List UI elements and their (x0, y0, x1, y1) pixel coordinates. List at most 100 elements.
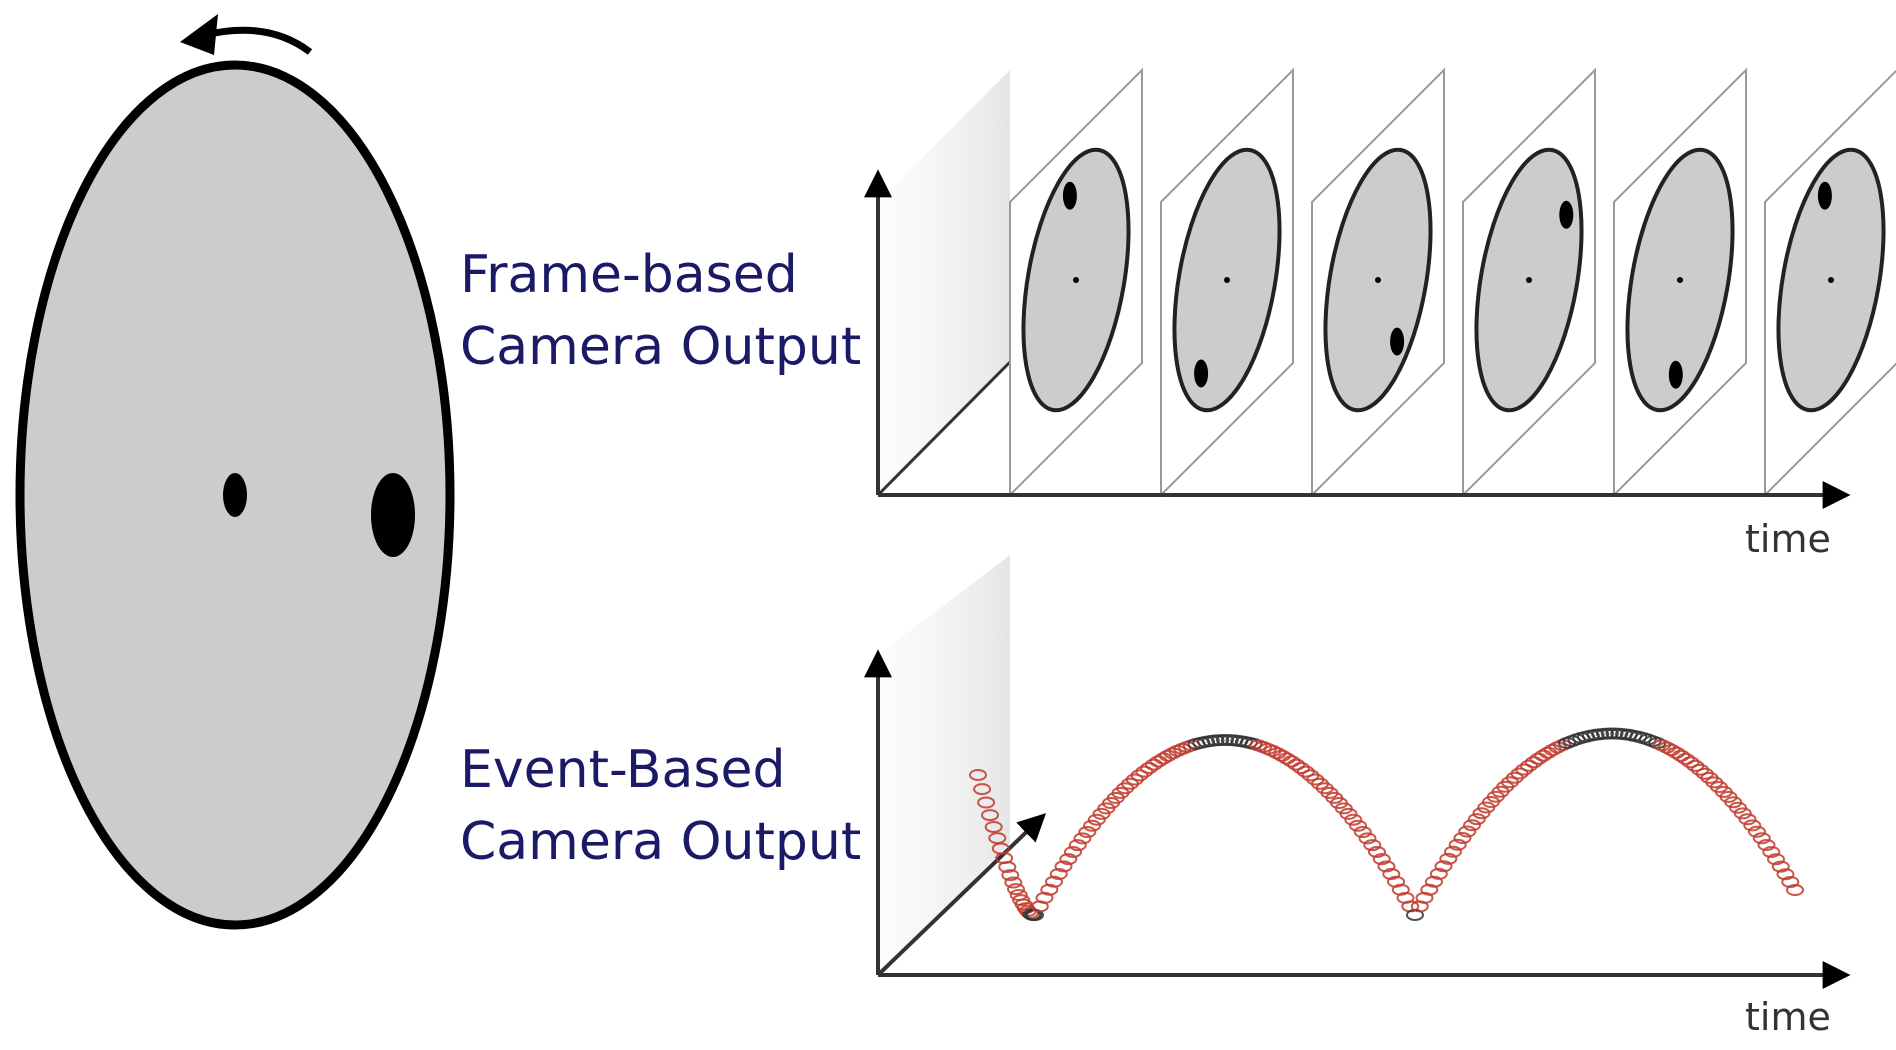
event-point (1282, 755, 1301, 768)
frame-marker-dot (1559, 200, 1574, 229)
event-point (1472, 807, 1491, 820)
frame-center-dot (1677, 277, 1683, 283)
event-point (1743, 819, 1762, 832)
event-point (1287, 758, 1306, 771)
frame-label-line2: Camera Output (460, 317, 861, 377)
event-z-axis (876, 813, 1047, 977)
event-point (1339, 807, 1358, 820)
event-point (1007, 883, 1025, 896)
event-point (1064, 846, 1082, 858)
event-point (1667, 746, 1686, 759)
event-point (1377, 860, 1396, 873)
frame-6 (1764, 69, 1896, 498)
frame-plane (1462, 67, 1596, 498)
event-point (1353, 826, 1372, 838)
frame-2 (1160, 67, 1294, 498)
event-point (1368, 846, 1386, 858)
event-point (1087, 813, 1106, 826)
event-point (1448, 838, 1467, 851)
event-point (1771, 860, 1790, 873)
event-point (1372, 853, 1391, 866)
rotation-arrow-icon (180, 14, 313, 55)
frame-4 (1462, 67, 1596, 498)
event-point (1467, 813, 1486, 826)
event-panel: time (864, 555, 1851, 1039)
frame-marker-dot (1194, 359, 1209, 388)
frame-plane (1009, 67, 1143, 498)
event-point (1776, 868, 1795, 881)
event-point (1762, 846, 1781, 858)
event-point (973, 783, 992, 796)
frame-plane (1764, 69, 1896, 498)
event-point (1001, 869, 1020, 882)
event-point (1729, 801, 1747, 814)
frame-5 (1613, 67, 1747, 498)
event-time-label: time (1745, 995, 1831, 1039)
event-point (984, 821, 1003, 833)
event-point (1363, 839, 1382, 852)
event-point (1676, 752, 1695, 765)
event-point (1444, 845, 1462, 858)
event-point (977, 796, 996, 809)
frame-1 (1009, 67, 1143, 498)
frame-center-dot (1224, 277, 1230, 283)
frame-marker-dot (1668, 360, 1683, 389)
event-point (1144, 758, 1163, 771)
frame-marker-dot (1817, 181, 1832, 210)
event-point (1140, 762, 1158, 774)
event-point (1358, 832, 1377, 845)
frame-panel: time (864, 67, 1896, 561)
event-point (1073, 832, 1092, 845)
frame-plane (1160, 67, 1294, 498)
frame-center-dot (1375, 277, 1381, 283)
event-point (1453, 832, 1472, 844)
event-point (1083, 819, 1101, 832)
frame-marker-dot (1390, 327, 1405, 356)
event-point (969, 769, 987, 781)
event-point (1382, 868, 1401, 880)
event-point (1078, 826, 1097, 838)
event-point (1425, 875, 1443, 888)
event-point (1524, 756, 1543, 769)
event-point (1004, 876, 1023, 889)
frame-z-axis (876, 360, 1012, 497)
event-point (1786, 884, 1804, 896)
event-point (1059, 853, 1078, 866)
event-point (1748, 825, 1766, 838)
event-point (1458, 825, 1477, 838)
event-label-line2: Camera Output (460, 812, 861, 872)
event-point (1049, 868, 1068, 880)
event-point (1672, 749, 1690, 762)
frame-center-dot (1828, 277, 1834, 283)
disk-marker-dot (371, 473, 415, 557)
event-point (1752, 832, 1771, 845)
frame-marker-dot (1062, 181, 1077, 210)
event-point (1434, 860, 1453, 873)
frame-label-line1: Frame-based (460, 245, 798, 305)
frame-plane (1613, 67, 1747, 498)
frame-time-label: time (1745, 517, 1831, 561)
frame-center-dot (1073, 277, 1079, 283)
event-point (1529, 752, 1548, 765)
event-point (998, 861, 1017, 873)
frame-plane (1311, 67, 1445, 498)
event-point (1738, 813, 1757, 826)
event-point (1733, 807, 1752, 820)
event-point (1767, 853, 1785, 866)
event-point (1277, 752, 1296, 765)
event-point (981, 809, 999, 822)
event-label-line1: Event-Based (460, 740, 786, 800)
disk-center-dot (223, 473, 247, 517)
event-point (1344, 813, 1363, 826)
event-point (1463, 819, 1481, 832)
event-point (1349, 819, 1367, 832)
event-point (1068, 839, 1087, 852)
frame-3 (1311, 67, 1445, 498)
event-stream (969, 727, 1804, 922)
frame-sequence (1009, 67, 1896, 498)
event-point (1757, 839, 1776, 851)
event-shade-plane (878, 555, 1010, 975)
frame-shade-plane (878, 70, 1010, 495)
event-point (1045, 875, 1063, 888)
